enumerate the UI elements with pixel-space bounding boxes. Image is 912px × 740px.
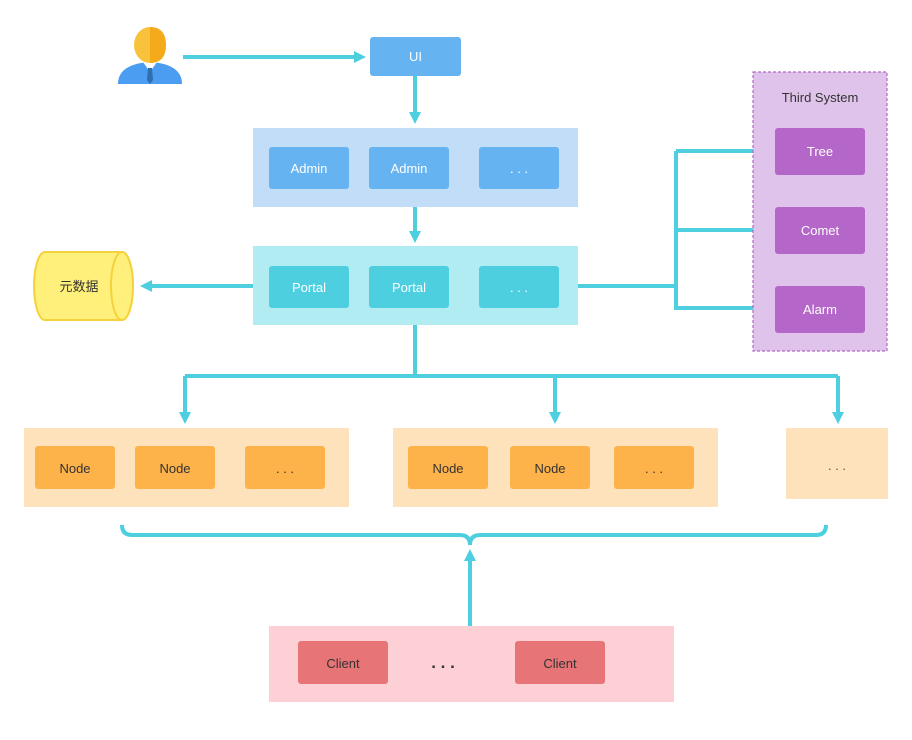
node-group-3[interactable]: . . . (786, 428, 888, 499)
portal-layer: Portal Portal . . . (253, 246, 578, 325)
arrow-to-alarm (674, 286, 770, 314)
node-box-1-1-label: Node (59, 461, 90, 476)
client-layer: Client . . . Client (269, 626, 674, 702)
tree-label: Tree (807, 144, 833, 159)
node-box-1-2-label: Node (159, 461, 190, 476)
ui-box[interactable]: UI (370, 37, 461, 76)
node-group-3-label: . . . (828, 458, 846, 473)
third-system-panel: Third System Tree Comet Alarm (752, 71, 888, 352)
portal-box-1-label: Portal (292, 280, 326, 295)
node-box-1-2[interactable]: Node (135, 446, 215, 489)
client-box-2[interactable]: Client (515, 641, 605, 684)
portal-box-2-label: Portal (392, 280, 426, 295)
connector-portal-to-third-system (578, 151, 678, 288)
comet-label: Comet (801, 223, 840, 238)
admin-box-2[interactable]: Admin (369, 147, 449, 189)
node-box-1-3[interactable]: . . . (245, 446, 325, 489)
user-icon (118, 27, 182, 84)
metadata-database[interactable]: 元数据 (33, 251, 134, 321)
node-box-2-3[interactable]: . . . (614, 446, 694, 489)
node-box-1-1[interactable]: Node (35, 446, 115, 489)
third-system-title: Third System (782, 90, 859, 105)
admin-box-3[interactable]: . . . (479, 147, 559, 189)
tree-box[interactable]: Tree (775, 128, 865, 175)
portal-box-2[interactable]: Portal (369, 266, 449, 308)
node-box-2-2[interactable]: Node (510, 446, 590, 489)
admin-box-2-label: Admin (391, 161, 428, 176)
client-box-1[interactable]: Client (298, 641, 388, 684)
node-box-2-2-label: Node (534, 461, 565, 476)
node-group-2: Node Node . . . (393, 428, 718, 507)
node-box-1-3-label: . . . (276, 461, 294, 476)
portal-box-3[interactable]: . . . (479, 266, 559, 308)
ui-label: UI (409, 49, 422, 64)
client-ellipsis: . . . (431, 653, 455, 672)
alarm-label: Alarm (803, 302, 837, 317)
comet-box[interactable]: Comet (775, 207, 865, 254)
connectors (120, 51, 844, 626)
admin-box-1-label: Admin (291, 161, 328, 176)
node-box-2-3-label: . . . (645, 461, 663, 476)
admin-layer: Admin Admin . . . (253, 128, 578, 207)
metadata-label: 元数据 (59, 279, 98, 294)
client-box-2-label: Client (543, 656, 577, 671)
node-box-2-1-label: Node (432, 461, 463, 476)
admin-box-1[interactable]: Admin (269, 147, 349, 189)
admin-box-3-label: . . . (510, 161, 528, 176)
node-group-1: Node Node . . . (24, 428, 349, 507)
alarm-box[interactable]: Alarm (775, 286, 865, 333)
portal-box-3-label: . . . (510, 280, 528, 295)
client-bracket (120, 524, 828, 546)
node-box-2-1[interactable]: Node (408, 446, 488, 489)
portal-box-1[interactable]: Portal (269, 266, 349, 308)
client-box-1-label: Client (326, 656, 360, 671)
